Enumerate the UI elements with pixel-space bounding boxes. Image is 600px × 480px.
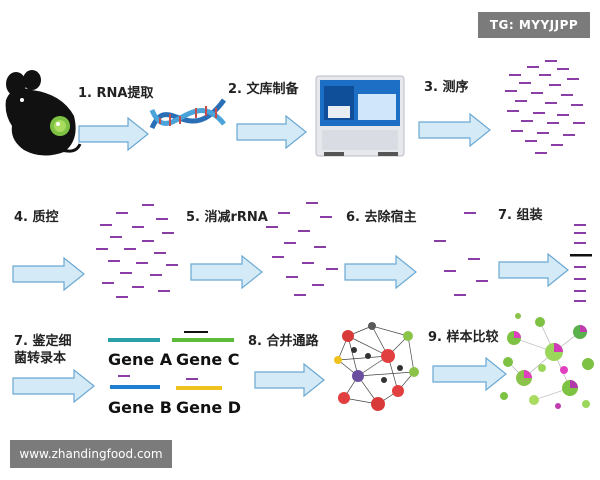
assembled-contigs xyxy=(570,224,592,302)
gene-b-read xyxy=(118,375,130,377)
sequencing-reads xyxy=(505,60,585,154)
arrow-9 xyxy=(254,362,325,398)
step-quality-control: 4. 质控 xyxy=(14,210,59,225)
gene-d-label: Gene D xyxy=(176,398,242,417)
arrow-8 xyxy=(12,368,95,404)
gene-b-bar xyxy=(110,385,160,389)
dna-helix-icon xyxy=(149,98,227,130)
step-rna-extraction: 1. RNA提取 xyxy=(78,86,154,101)
website-badge[interactable]: www.zhandingfood.com xyxy=(10,440,172,468)
rrna-depleted-reads xyxy=(266,202,338,296)
arrow-2 xyxy=(236,114,307,150)
tg-badge: TG: MYYJJPP xyxy=(478,12,590,38)
gene-c-contig xyxy=(184,331,208,333)
pathway-network-icon xyxy=(334,322,419,411)
host-removed-reads xyxy=(434,212,488,296)
arrow-4 xyxy=(12,256,85,292)
step-merge-pathways: 8. 合并通路 xyxy=(248,334,319,349)
qc-reads xyxy=(96,204,178,298)
step-sequencing: 3. 测序 xyxy=(424,80,469,95)
step-assembly: 7. 组装 xyxy=(498,208,543,223)
step-identify-transcripts-line2: 菌转录本 xyxy=(14,351,67,366)
sequencer-machine-icon xyxy=(315,75,405,157)
step-host-removal: 6. 去除宿主 xyxy=(346,210,417,225)
step-identify-transcripts-line1: 7. 鉴定细 xyxy=(14,334,72,349)
arrow-10 xyxy=(432,356,507,392)
gene-a-bar xyxy=(108,338,160,342)
step-sample-comparison: 9. 样本比较 xyxy=(428,330,499,345)
mouse-icon xyxy=(5,70,82,156)
arrow-5 xyxy=(190,254,263,290)
gene-a-label: Gene A xyxy=(108,350,173,369)
step-library-prep: 2. 文库制备 xyxy=(228,82,299,97)
arrow-3 xyxy=(418,112,491,148)
sample-comparison-network-icon xyxy=(500,313,594,409)
arrow-1 xyxy=(78,116,149,152)
arrow-7 xyxy=(498,252,569,288)
arrow-6 xyxy=(344,254,417,290)
step-rrna-depletion: 5. 消减rRNA xyxy=(186,210,268,225)
gene-c-label: Gene C xyxy=(176,350,240,369)
gene-c-bar xyxy=(172,338,234,342)
gene-d-bar xyxy=(176,386,222,390)
gene-b-label: Gene B xyxy=(108,398,172,417)
gene-d-read xyxy=(186,378,198,380)
